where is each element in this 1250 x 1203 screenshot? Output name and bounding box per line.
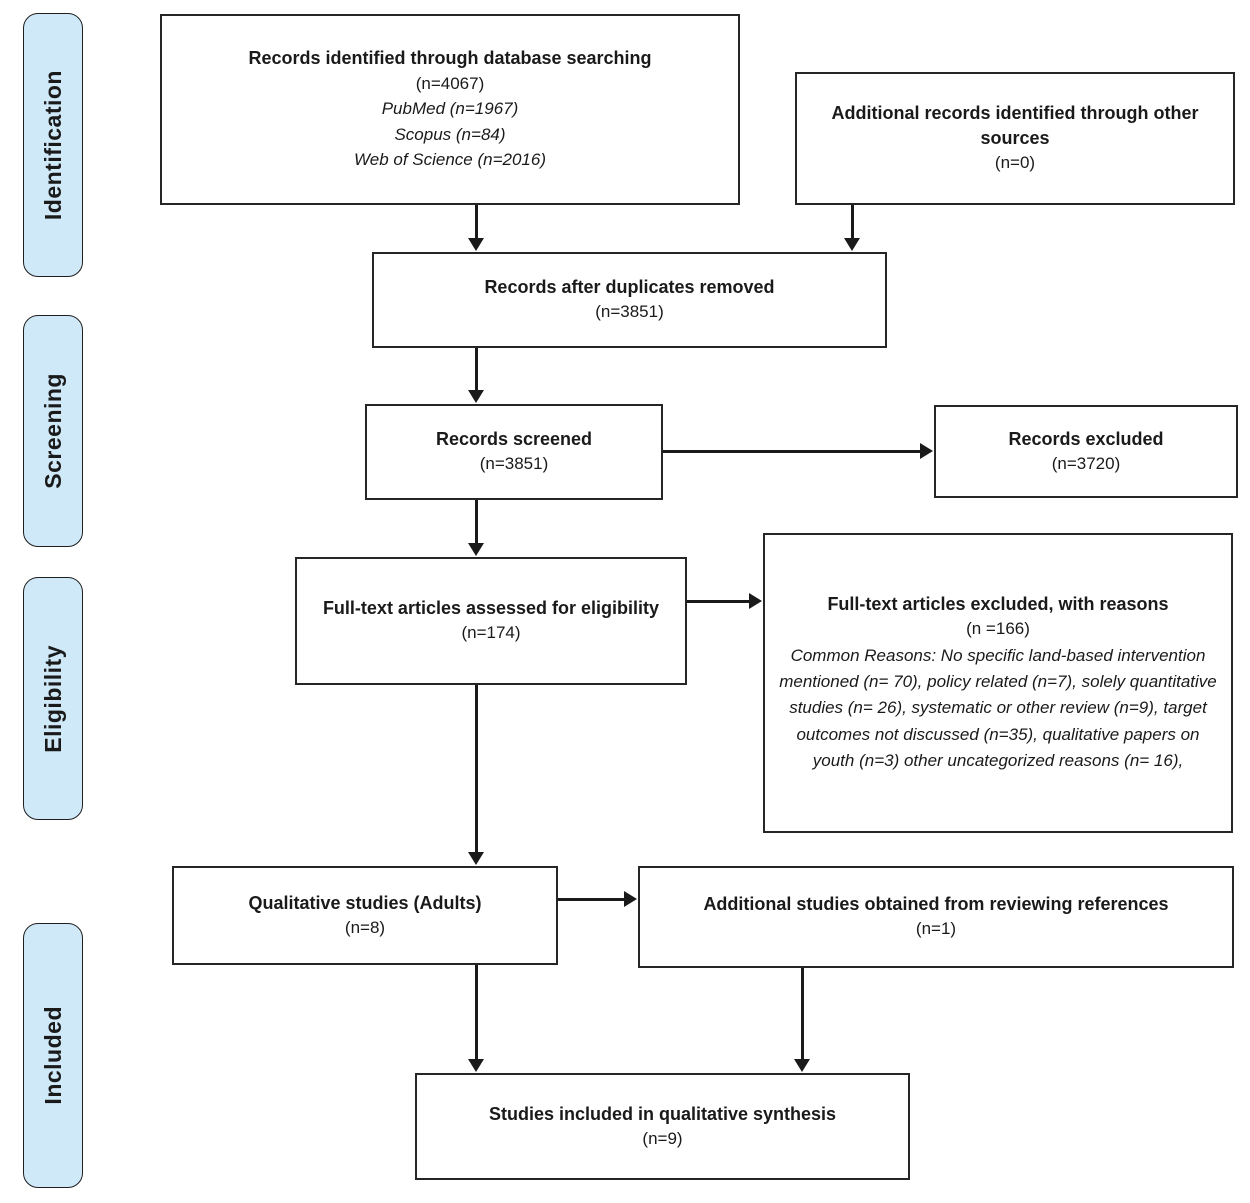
- arrow-additionalrefs-to-synthesis: [801, 968, 804, 1060]
- box-title: Records identified through database sear…: [248, 48, 652, 69]
- box-detail-pubmed: PubMed (n=1967): [381, 99, 519, 119]
- box-detail-wos: Web of Science (n=2016): [354, 150, 546, 170]
- stage-label-text: Identification: [39, 69, 66, 221]
- box-count: (n=3851): [479, 454, 549, 474]
- arrow-qualitative-to-additionalrefs: [558, 898, 625, 901]
- box-records-screened: Records screened (n=3851): [365, 404, 663, 500]
- box-title: Qualitative studies (Adults): [248, 892, 482, 913]
- box-qualitative-adults: Qualitative studies (Adults) (n=8): [172, 866, 558, 965]
- stage-label-screening: Screening: [23, 315, 83, 547]
- box-count: (n=0): [994, 153, 1036, 173]
- box-additional-refs: Additional studies obtained from reviewi…: [638, 866, 1234, 968]
- box-count: (n=174): [461, 623, 521, 643]
- arrow-screened-to-fulltext: [475, 500, 478, 544]
- box-exclusion-reasons: Common Reasons: No specific land-based i…: [779, 645, 1217, 770]
- box-title: Records after duplicates removed: [484, 277, 775, 298]
- arrow-duplicates-to-screened: [475, 348, 478, 391]
- box-count: (n=4067): [415, 73, 485, 93]
- box-title: Studies included in qualitative synthesi…: [488, 1103, 837, 1124]
- arrow-fulltext-to-excluded: [687, 600, 750, 603]
- box-records-excluded: Records excluded (n=3720): [934, 405, 1238, 498]
- box-after-duplicates: Records after duplicates removed (n=3851…: [372, 252, 887, 348]
- stage-label-text: Included: [39, 1006, 66, 1105]
- box-count: (n=1): [915, 919, 957, 939]
- arrow-fulltext-to-qualitative: [475, 685, 478, 853]
- arrow-dbsearch-to-duplicates: [475, 205, 478, 239]
- box-count: (n=3851): [595, 302, 664, 322]
- box-additional-records: Additional records identified through ot…: [795, 72, 1235, 205]
- box-title: Full-text articles assessed for eligibil…: [322, 598, 660, 619]
- stage-label-included: Included: [23, 923, 83, 1188]
- box-title: Records excluded: [1008, 428, 1164, 449]
- box-title: Records screened: [435, 429, 593, 450]
- stage-label-identification: Identification: [23, 13, 83, 277]
- box-title: Full-text articles excluded, with reason…: [827, 593, 1169, 614]
- arrow-screened-to-excluded: [663, 450, 921, 453]
- box-count: (n=8): [344, 917, 386, 937]
- stage-label-eligibility: Eligibility: [23, 577, 83, 820]
- box-title: Additional studies obtained from reviewi…: [703, 894, 1169, 915]
- box-count: (n=9): [642, 1128, 683, 1148]
- stage-label-text: Screening: [39, 373, 66, 489]
- box-fulltext-excluded: Full-text articles excluded, with reason…: [763, 533, 1233, 833]
- stage-label-text: Eligibility: [39, 644, 66, 753]
- box-title: Additional records identified through ot…: [831, 102, 1199, 149]
- box-count: (n=3720): [1051, 453, 1121, 473]
- arrow-qualitative-to-synthesis: [475, 965, 478, 1060]
- box-detail-scopus: Scopus (n=84): [394, 124, 506, 144]
- box-count: (n =166): [966, 618, 1030, 638]
- arrow-othersources-to-duplicates: [851, 205, 854, 239]
- box-records-identified: Records identified through database sear…: [160, 14, 740, 205]
- box-included-synthesis: Studies included in qualitative synthesi…: [415, 1073, 910, 1180]
- box-fulltext-assessed: Full-text articles assessed for eligibil…: [295, 557, 687, 685]
